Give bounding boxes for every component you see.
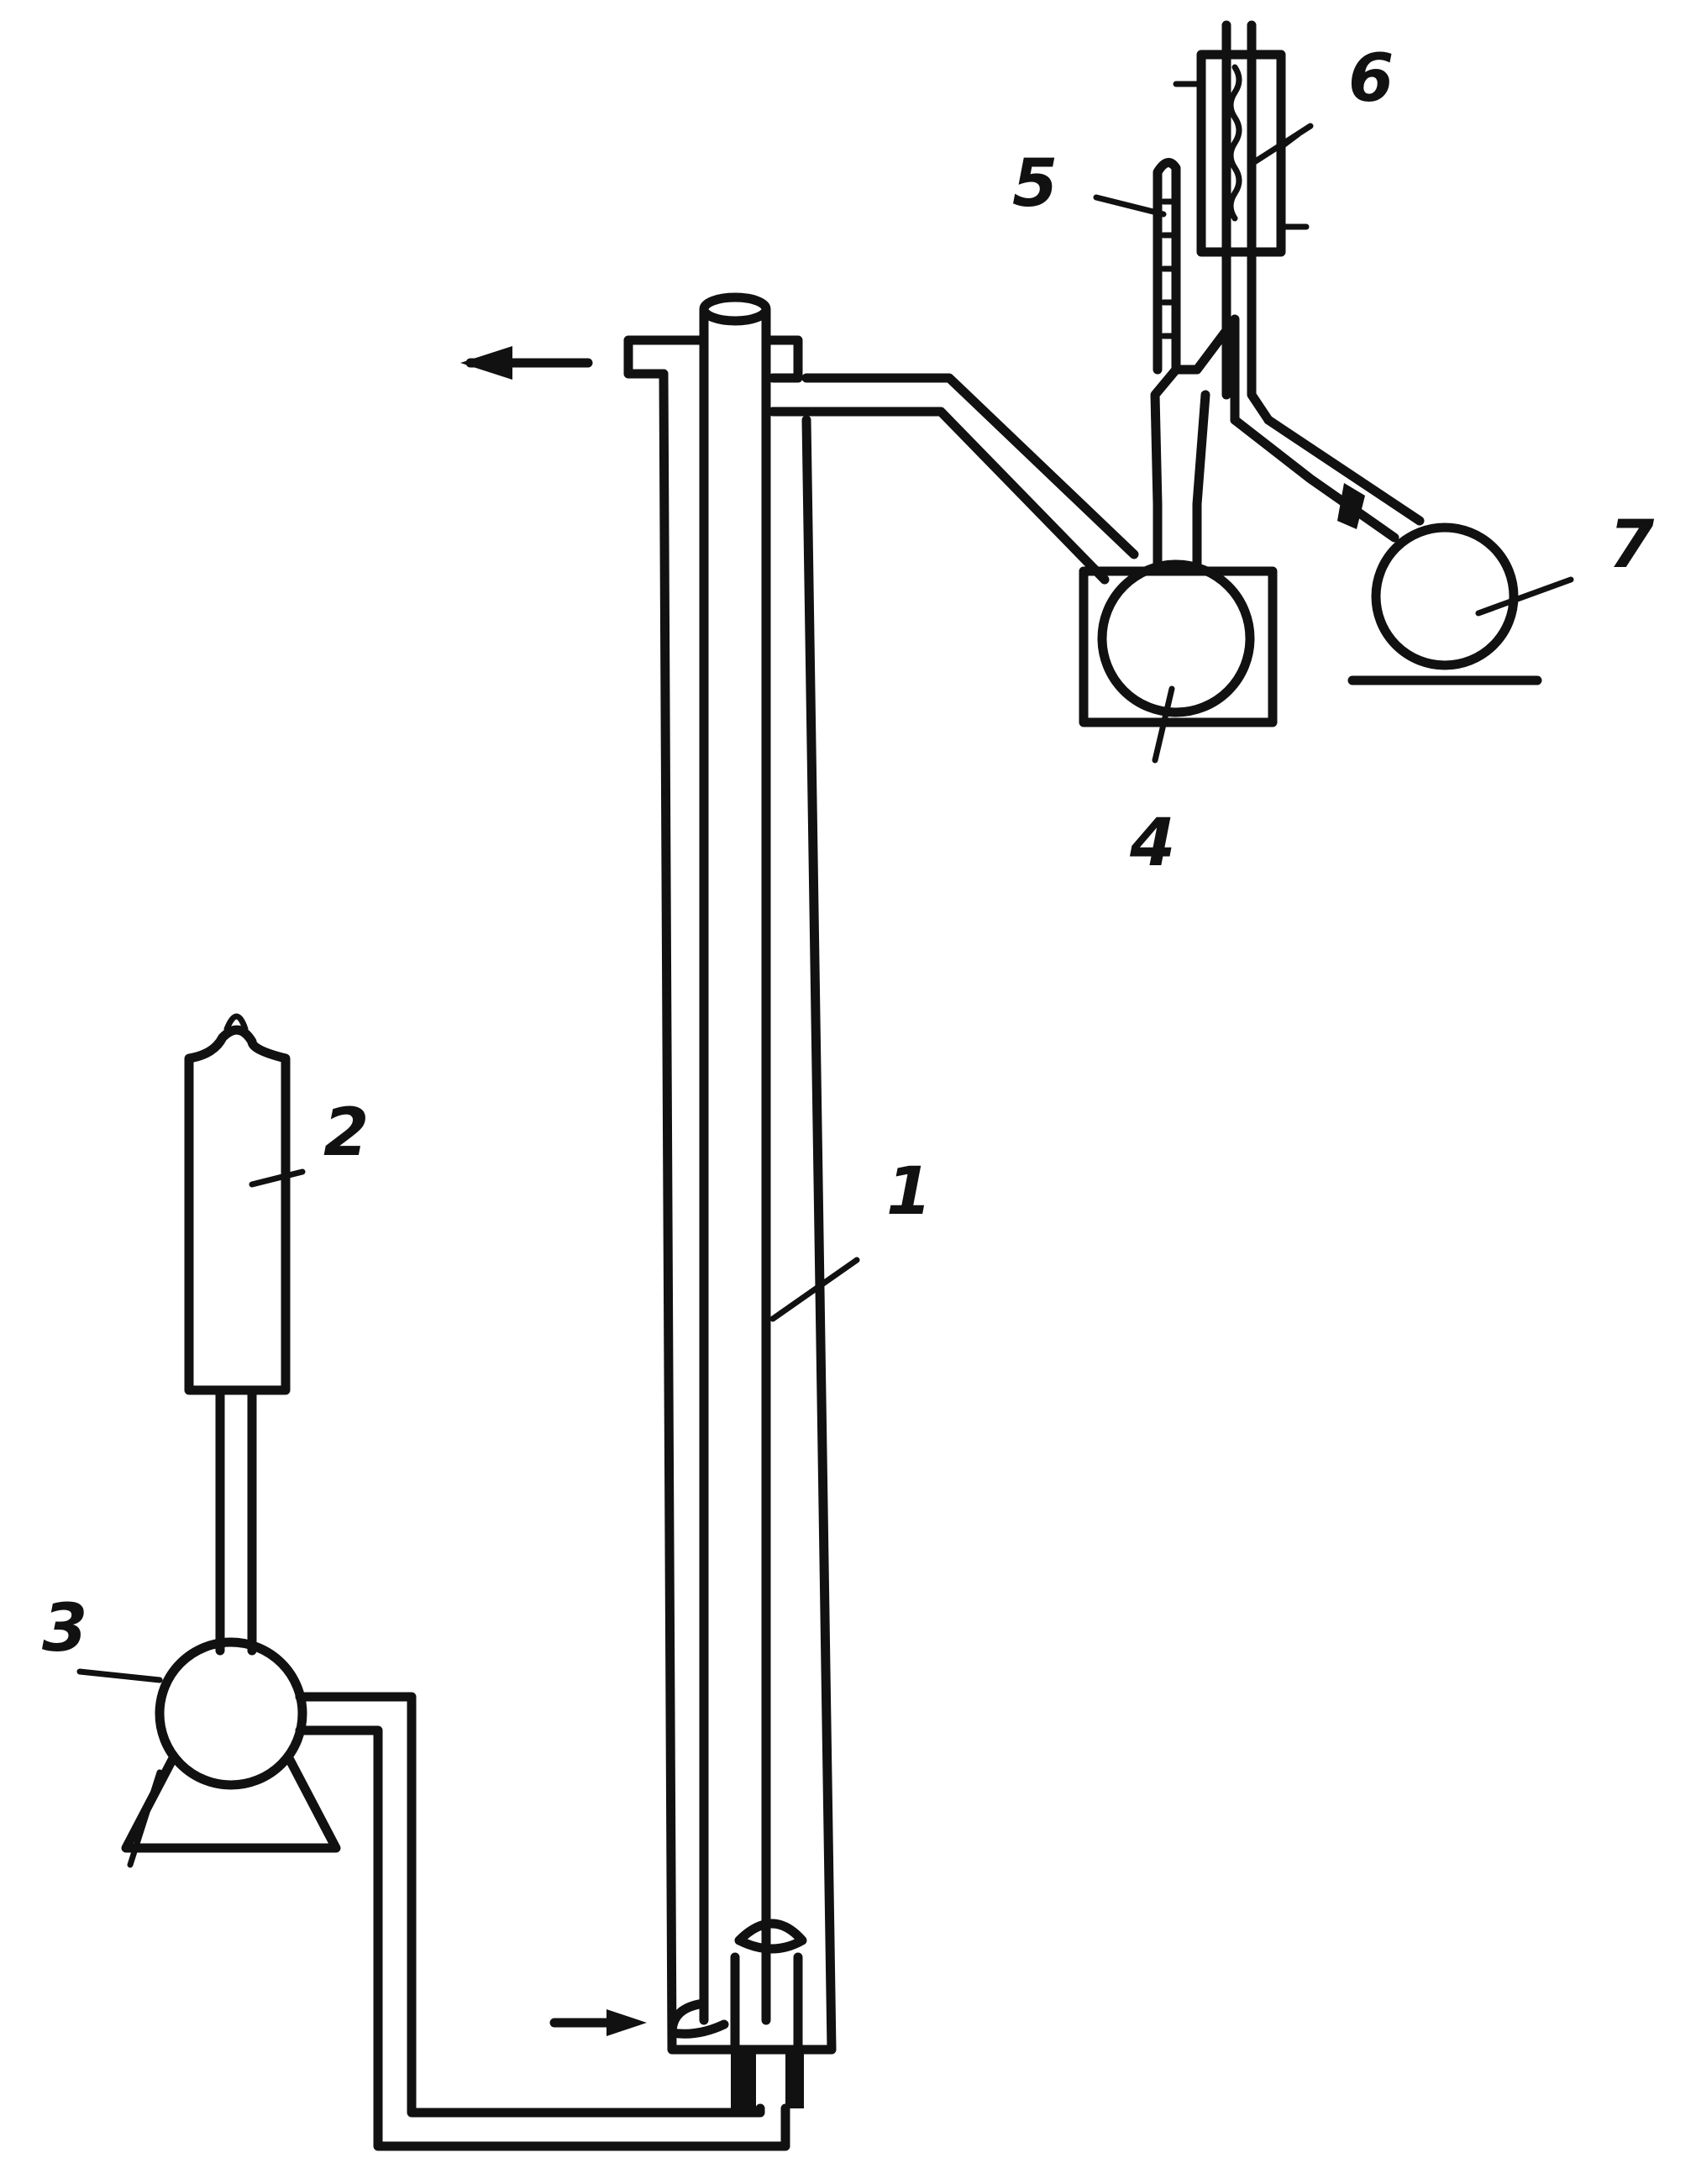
heating-bath bbox=[1079, 566, 1278, 727]
flask-heated bbox=[1079, 365, 1278, 727]
leader-lines bbox=[76, 123, 1574, 1683]
label-4: 4 bbox=[1129, 806, 1175, 881]
bottom-stopper-left bbox=[731, 2045, 756, 2108]
side-tube bbox=[1153, 158, 1240, 425]
side-arm bbox=[768, 373, 1139, 585]
condenser-jacket bbox=[1196, 50, 1286, 257]
leader-5 bbox=[1093, 194, 1167, 218]
receiver-flask bbox=[1347, 522, 1542, 685]
arrow-right-icon bbox=[549, 2009, 647, 2036]
leader-2 bbox=[249, 1168, 306, 1188]
label-7: 7 bbox=[1609, 507, 1655, 583]
receiver-arm bbox=[1230, 415, 1425, 543]
leader-3 bbox=[76, 1668, 163, 1683]
column bbox=[623, 292, 837, 2108]
leader-1 bbox=[769, 1257, 860, 1322]
reservoir bbox=[184, 1013, 291, 1656]
arrow-left-icon bbox=[460, 346, 593, 380]
label-1: 1 bbox=[886, 1154, 932, 1230]
label-3: 3 bbox=[42, 1591, 87, 1667]
leader-6 bbox=[1248, 123, 1314, 167]
leader-4 bbox=[1152, 685, 1175, 764]
label-2: 2 bbox=[323, 1095, 369, 1171]
label-5: 5 bbox=[1012, 146, 1058, 222]
condenser bbox=[1173, 20, 1310, 425]
bottom-stopper-right bbox=[785, 2045, 804, 2108]
pump bbox=[121, 1637, 341, 1868]
connecting-tube bbox=[295, 1692, 790, 2151]
leader-7 bbox=[1475, 576, 1574, 617]
label-6: 6 bbox=[1348, 41, 1394, 117]
